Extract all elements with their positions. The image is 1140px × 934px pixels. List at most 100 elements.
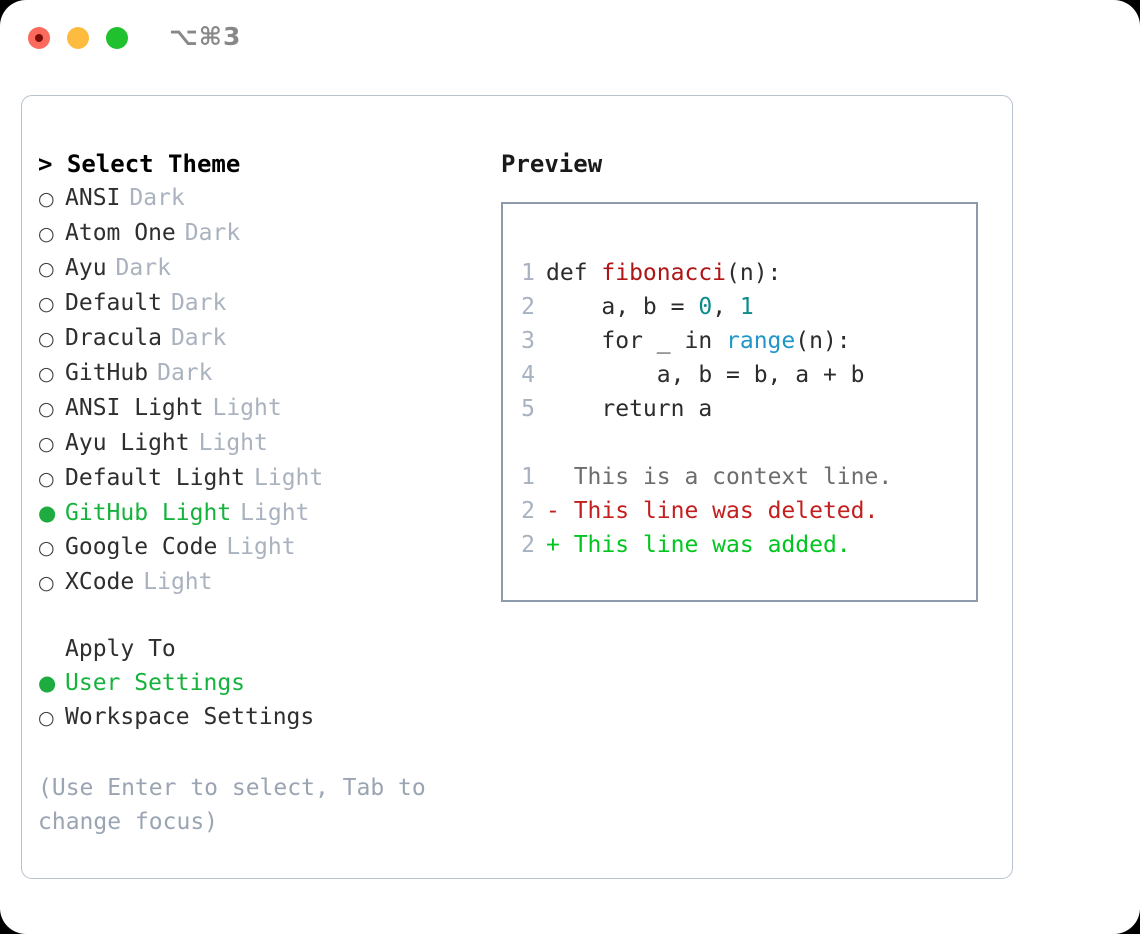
apply-to-option-workspace-settings[interactable]: ○ Workspace Settings xyxy=(38,700,498,735)
title-bar: ⌥⌘3 xyxy=(0,0,1140,78)
theme-option-dracula[interactable]: ○ Dracula Dark xyxy=(38,321,498,356)
code-line-text: for _ in range(n): xyxy=(546,324,851,358)
diff-line-added: 2+ This line was added. xyxy=(503,528,976,562)
radio-unselected-icon: ○ xyxy=(38,572,55,594)
radio-unselected-icon: ○ xyxy=(38,258,55,280)
radio-unselected-icon: ○ xyxy=(38,328,55,350)
diff-marker xyxy=(546,460,574,494)
theme-option-ayu[interactable]: ○ Ayu Dark xyxy=(38,251,498,286)
apply-to-option-user-settings[interactable]: ● User Settings xyxy=(38,666,498,700)
theme-option-name: Atom One xyxy=(65,220,176,246)
theme-option-name: Dracula xyxy=(65,325,162,351)
code-token-plain: def xyxy=(546,260,602,286)
theme-option-category: Light xyxy=(212,395,282,421)
theme-option-name: Ayu xyxy=(65,255,107,281)
close-window-button[interactable] xyxy=(28,27,50,49)
theme-option-category: Dark xyxy=(170,290,227,316)
theme-option-category: Light xyxy=(143,569,213,595)
maximize-window-button[interactable] xyxy=(106,27,128,49)
radio-unselected-icon: ○ xyxy=(38,433,55,455)
theme-option-default[interactable]: ○ Default Dark xyxy=(38,286,498,321)
theme-option-name: Default xyxy=(65,290,162,316)
theme-option-ansi-light[interactable]: ○ ANSI Light Light xyxy=(38,391,498,426)
line-number: 1 xyxy=(521,464,535,490)
theme-option-name: XCode xyxy=(65,569,135,595)
preview-title: Preview xyxy=(501,150,603,178)
theme-option-category: Light xyxy=(226,534,296,560)
theme-option-atom-one[interactable]: ○ Atom One Dark xyxy=(38,216,498,251)
minimize-window-button[interactable] xyxy=(67,27,89,49)
code-token-plain: (n): xyxy=(726,260,782,286)
diff-line-text: This line was added. xyxy=(573,532,851,558)
diff-marker: - xyxy=(546,498,574,524)
keyboard-hint-text: (Use Enter to select, Tab to change focu… xyxy=(38,775,440,835)
radio-unselected-icon: ○ xyxy=(38,223,55,245)
apply-to-list: ● User Settings ○ Workspace Settings xyxy=(38,666,498,735)
code-token-plain: a, b = xyxy=(546,294,699,320)
code-token-plain: , xyxy=(712,294,740,320)
diff-sample: 1 This is a context line.2- This line wa… xyxy=(503,460,976,562)
theme-option-name: GitHub xyxy=(65,360,149,386)
radio-unselected-icon: ○ xyxy=(38,707,55,729)
apply-to-option-name: Workspace Settings xyxy=(65,704,315,730)
code-line: 3 for _ in range(n): xyxy=(503,324,976,358)
line-number: 1 xyxy=(521,260,535,286)
code-line-text: return a xyxy=(546,392,712,426)
code-line: 5 return a xyxy=(503,392,976,426)
keyboard-shortcut-label: ⌥⌘3 xyxy=(169,22,242,51)
theme-option-category: Light xyxy=(240,500,310,526)
theme-option-name: ANSI Light xyxy=(65,395,204,421)
theme-option-category: Dark xyxy=(184,220,241,246)
theme-option-name: ANSI xyxy=(65,185,121,211)
theme-option-xcode[interactable]: ○ XCode Light xyxy=(38,565,498,600)
code-line-text: a, b = b, a + b xyxy=(546,358,865,392)
code-token-fn: fibonacci xyxy=(601,260,727,286)
radio-unselected-icon: ○ xyxy=(38,398,55,420)
line-number: 2 xyxy=(521,532,535,558)
line-number: 5 xyxy=(521,396,535,422)
theme-option-name: GitHub Light xyxy=(65,500,232,526)
code-line-text: a, b = 0, 1 xyxy=(546,290,753,324)
diff-line-text: This line was deleted. xyxy=(573,498,879,524)
diff-line-text: This is a context line. xyxy=(573,464,893,490)
radio-unselected-icon: ○ xyxy=(38,468,55,490)
code-diff-spacer xyxy=(503,426,976,460)
code-line: 4 a, b = b, a + b xyxy=(503,358,976,392)
code-line-text: def fibonacci(n): xyxy=(546,256,781,290)
code-line: 1 def fibonacci(n): xyxy=(503,256,976,290)
code-line: 2 a, b = 0, 1 xyxy=(503,290,976,324)
radio-unselected-icon: ○ xyxy=(38,293,55,315)
theme-option-name: Default Light xyxy=(65,465,246,491)
diff-line-context: 1 This is a context line. xyxy=(503,460,976,494)
radio-unselected-icon: ○ xyxy=(38,537,55,559)
code-token-num: 0 xyxy=(698,294,713,320)
theme-option-category: Dark xyxy=(115,255,171,281)
theme-option-category: Dark xyxy=(129,185,185,211)
code-token-plain: return a xyxy=(546,396,713,422)
line-number: 3 xyxy=(521,328,535,354)
code-token-plain: (n): xyxy=(795,328,851,354)
line-number: 4 xyxy=(521,362,535,388)
theme-option-ansi[interactable]: ○ ANSI Dark xyxy=(38,181,498,216)
select-theme-heading: > Select Theme xyxy=(38,150,241,178)
radio-unselected-icon: ○ xyxy=(38,188,55,210)
apply-to-option-name: User Settings xyxy=(65,670,246,696)
theme-option-category: Light xyxy=(198,430,268,456)
theme-option-category: Dark xyxy=(170,325,227,351)
diff-line-deleted: 2- This line was deleted. xyxy=(503,494,976,528)
radio-selected-icon: ● xyxy=(38,671,57,695)
line-number: 2 xyxy=(521,294,535,320)
radio-unselected-icon: ○ xyxy=(38,363,55,385)
code-token-plain: a, b = b, a + b xyxy=(546,362,865,388)
line-number: 2 xyxy=(521,498,535,524)
